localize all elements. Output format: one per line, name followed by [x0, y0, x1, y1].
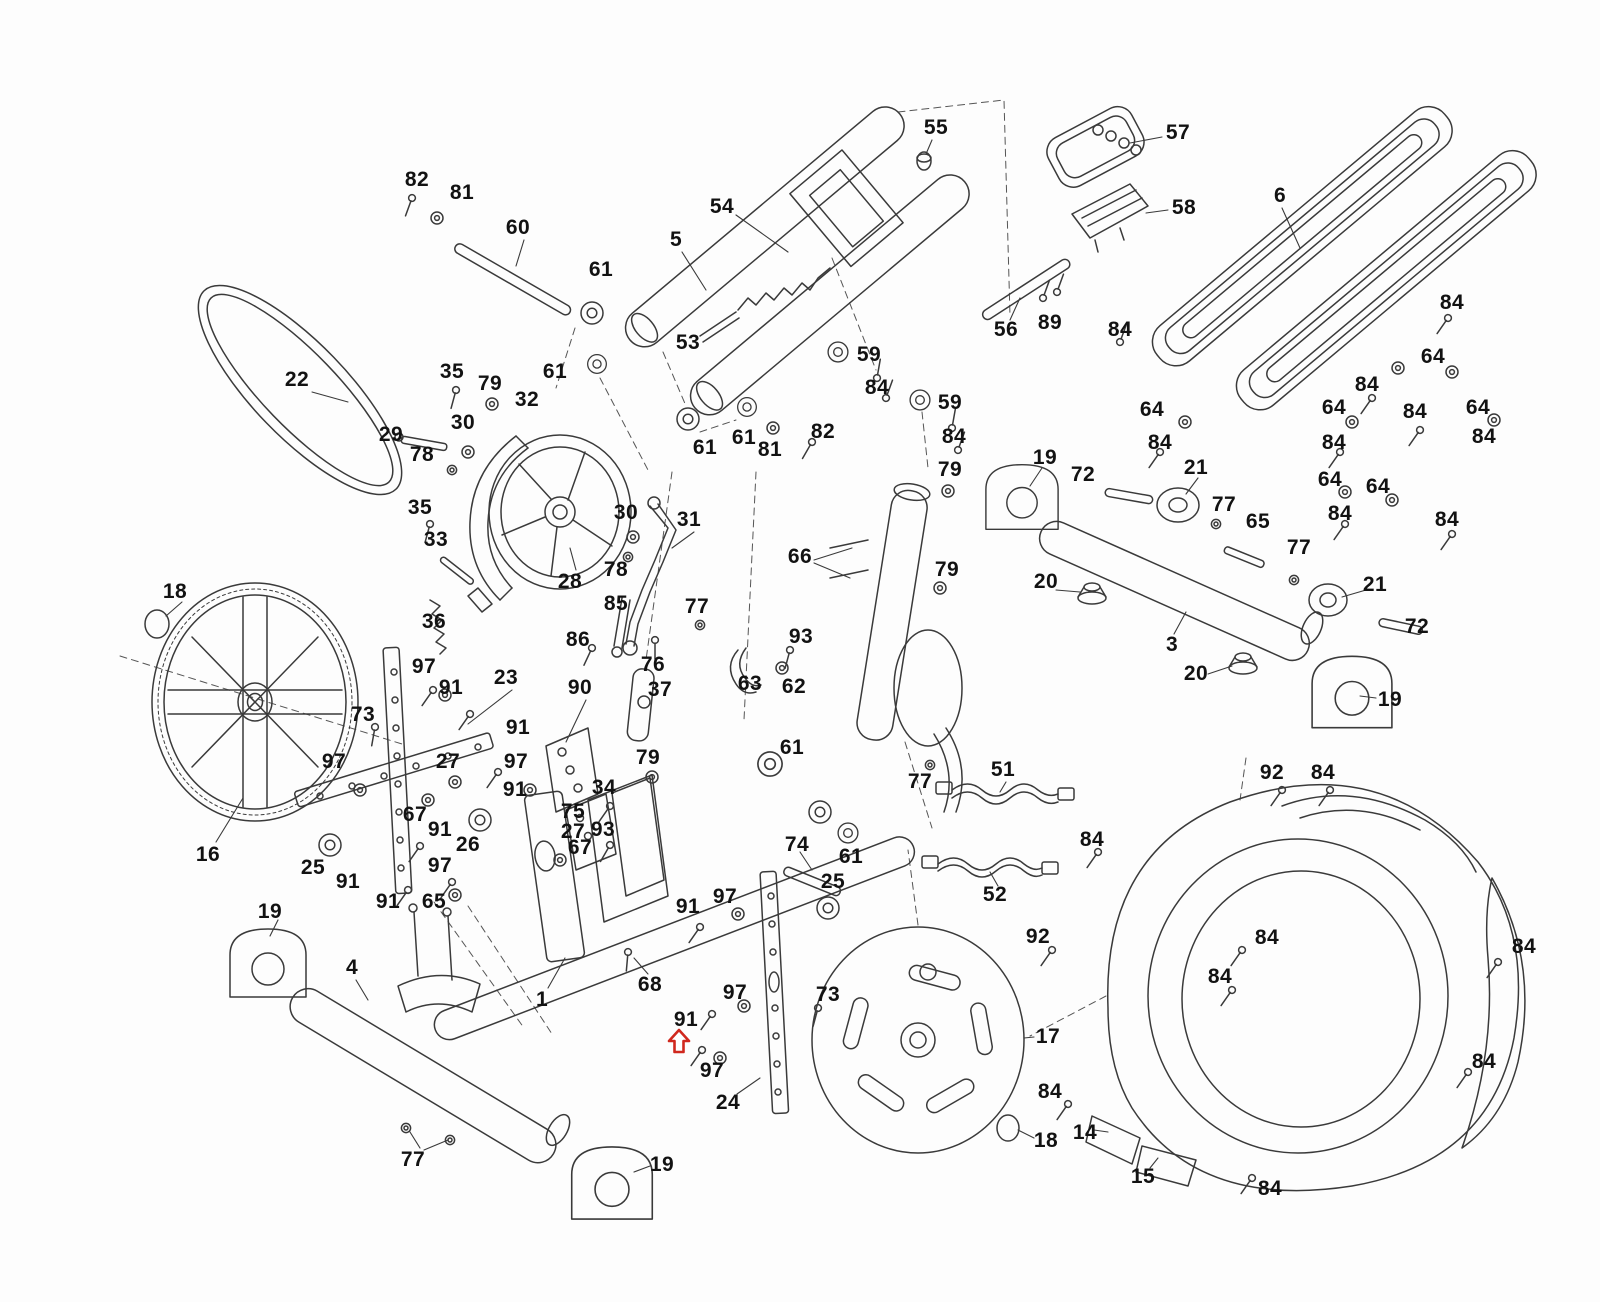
- small-hardware: [318, 192, 1504, 1197]
- feet: [229, 463, 1393, 1220]
- leader-lines: [165, 136, 1377, 1173]
- handlebar-tube: [981, 258, 1071, 321]
- flywheel: [144, 582, 359, 822]
- dashed-guides: [119, 99, 1247, 1037]
- side-shield: [1085, 783, 1526, 1192]
- drive-belt: [197, 284, 403, 496]
- right-pedal-bar: [759, 866, 842, 1115]
- pulley-bracket: [467, 435, 529, 613]
- pulley-disc: [811, 926, 1025, 1154]
- main-frame: [433, 668, 916, 1041]
- left-rail-assembly: [624, 106, 970, 416]
- rear-stabilizer: [1038, 487, 1424, 675]
- left-pedal-bar: [293, 646, 494, 895]
- right-rail-assembly: [1151, 105, 1537, 411]
- axle-rod: [454, 243, 572, 316]
- upright-post: [829, 482, 963, 813]
- front-stabilizer: [289, 903, 571, 1164]
- wire-harness: [921, 781, 1075, 878]
- crank-arm: [611, 496, 677, 658]
- console-tray: [1046, 105, 1149, 253]
- highlight-arrow-icon: [666, 1028, 692, 1054]
- pulley-wheel: [488, 434, 632, 590]
